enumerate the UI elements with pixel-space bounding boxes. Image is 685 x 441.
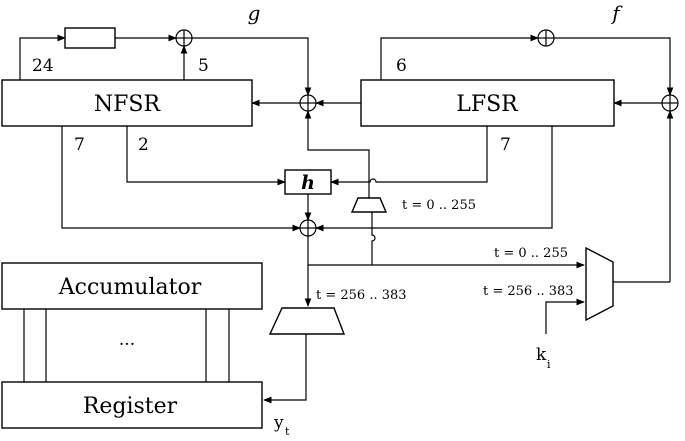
xor-f-top [537,29,555,47]
xor-nfsr-feedback [299,94,317,112]
h-label: h [301,172,315,194]
tap-7-nfsr: 7 [74,135,85,155]
nfsr-label: NFSR [94,92,162,117]
wires [19,34,674,404]
yt-subscript: t [285,425,290,438]
xor-output [299,219,317,237]
lfsr-label: LFSR [456,92,519,117]
timing-bottom-mux: t = 256 .. 383 [316,288,407,303]
dots-label: ... [119,330,135,350]
timing-right-mux-lower: t = 256 .. 383 [483,284,574,299]
yt-label: y [273,413,284,433]
f-label: f [610,1,623,25]
right-mux [585,246,614,322]
lfsr-box [360,79,615,127]
g-label: g [248,1,261,25]
small-mux [350,197,388,213]
tap-2: 2 [138,135,149,155]
accumulator-box [1,262,263,310]
xor-lfsr-feedback [661,94,679,112]
timing-small-mux: t = 0 .. 255 [402,198,476,213]
register-box [1,381,263,429]
nfsr-box [1,79,253,127]
register-label: Register [83,394,178,419]
tap-6: 6 [396,56,407,76]
accumulator-label: Accumulator [58,275,202,300]
delay-box [64,27,116,49]
timing-right-mux-upper: t = 0 .. 255 [494,246,568,261]
tap-24: 24 [32,56,54,76]
ki-label: k [536,345,547,365]
tap-5: 5 [198,56,209,76]
bottom-mux [268,307,346,335]
xor-g-top [175,29,193,47]
tap-7-lfsr: 7 [500,135,511,155]
ki-subscript: i [547,358,551,371]
